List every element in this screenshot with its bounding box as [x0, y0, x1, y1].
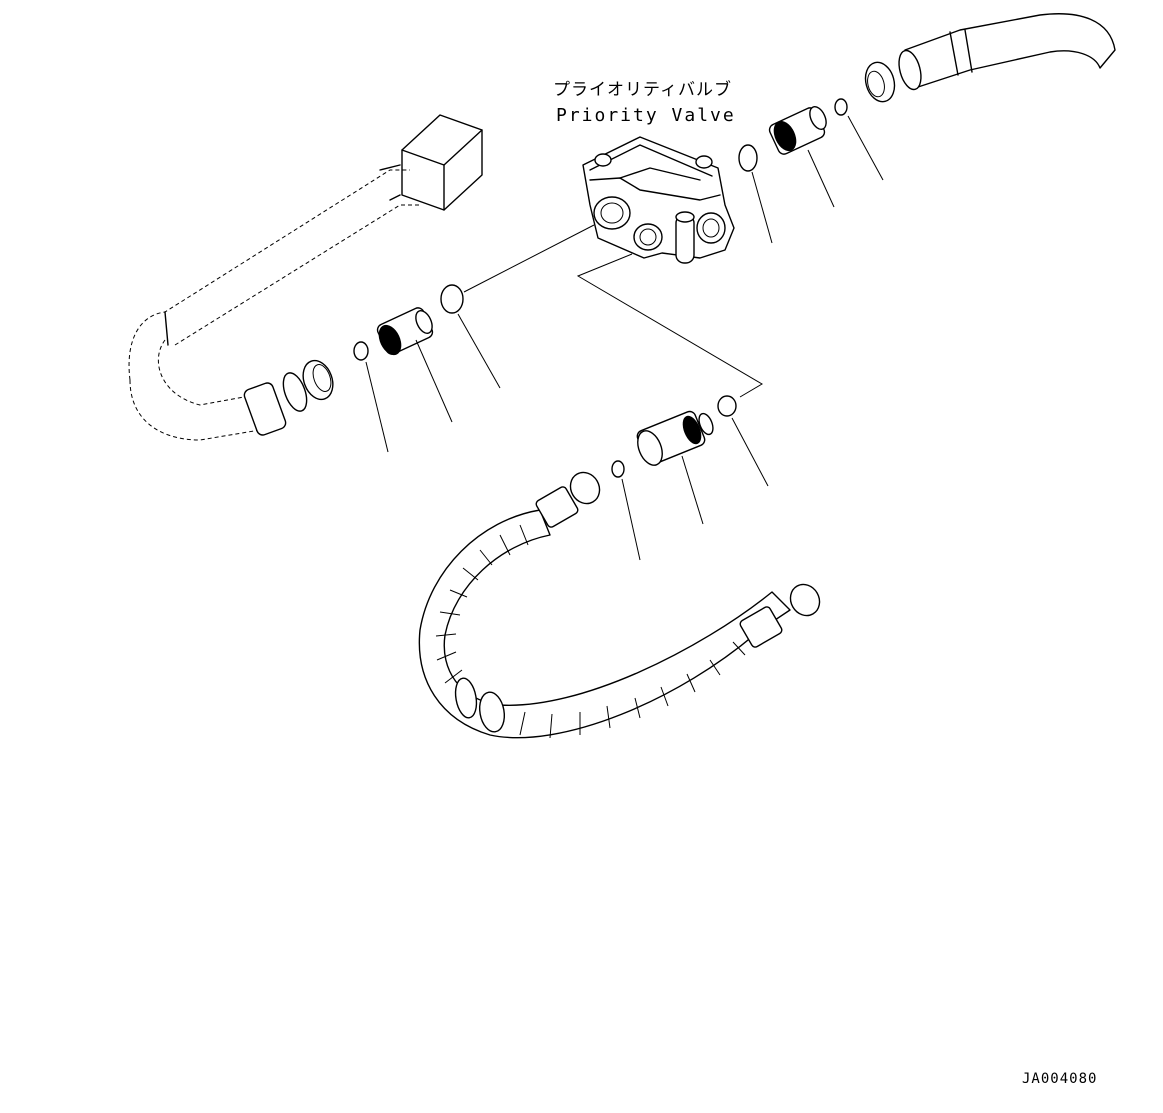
- title-english: Priority Valve: [556, 105, 736, 126]
- o-ring-right-large: [738, 144, 758, 172]
- drawing-number: JA004080: [1022, 1071, 1097, 1087]
- o-ring-lower-small: [611, 460, 625, 478]
- hose-upper-right: [864, 13, 1116, 103]
- suction-pipe-left: [128, 114, 483, 441]
- priority-valve-body: [582, 136, 735, 264]
- o-ring-left-large: [440, 284, 464, 314]
- leader-lines: [365, 115, 884, 561]
- o-ring-set: [353, 98, 848, 478]
- hose-lower: [418, 471, 821, 739]
- o-ring-lower-large: [717, 395, 737, 417]
- o-ring-left-small: [353, 341, 369, 361]
- fitting-lower: [636, 410, 714, 466]
- o-ring-right-small: [834, 98, 848, 116]
- title-japanese: プライオリティバルブ: [553, 79, 732, 100]
- fitting-right: [768, 106, 827, 155]
- fitting-left: [376, 307, 434, 356]
